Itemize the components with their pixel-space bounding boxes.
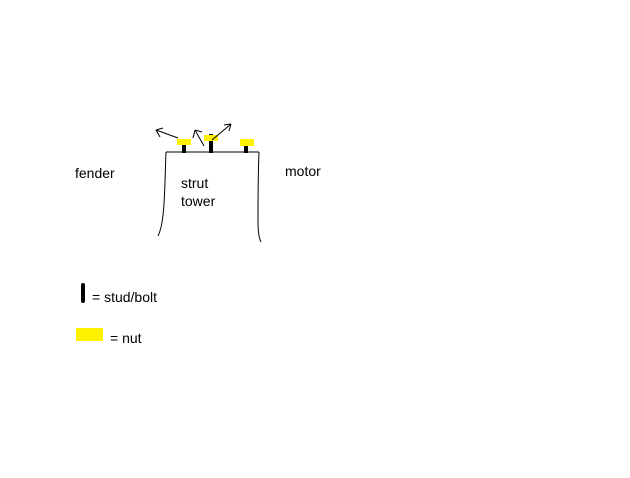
strut-label: strut — [181, 175, 209, 191]
motor-label: motor — [285, 163, 321, 179]
tower-left-wall — [157, 151, 167, 237]
fastener-1 — [177, 139, 191, 153]
fastener-2 — [204, 134, 218, 153]
stud-2 — [209, 134, 213, 153]
arrow-left — [155, 127, 179, 139]
arrow-middle — [192, 129, 205, 147]
legend-nut-label: = nut — [110, 330, 142, 346]
nut-1 — [177, 139, 191, 145]
nut-3 — [240, 139, 254, 146]
nut-2 — [204, 135, 218, 141]
fastener-3 — [240, 139, 254, 153]
legend-nut-symbol — [76, 328, 103, 341]
legend-stud-symbol — [81, 283, 85, 303]
fender-label: fender — [75, 165, 115, 181]
tower-right-wall — [257, 151, 262, 243]
direction-arrows — [155, 123, 232, 147]
arrow-right — [211, 123, 232, 141]
stud-3 — [244, 140, 248, 153]
stud-1 — [182, 139, 186, 153]
legend-stud-label: = stud/bolt — [92, 289, 157, 305]
tower-label: tower — [181, 193, 216, 209]
